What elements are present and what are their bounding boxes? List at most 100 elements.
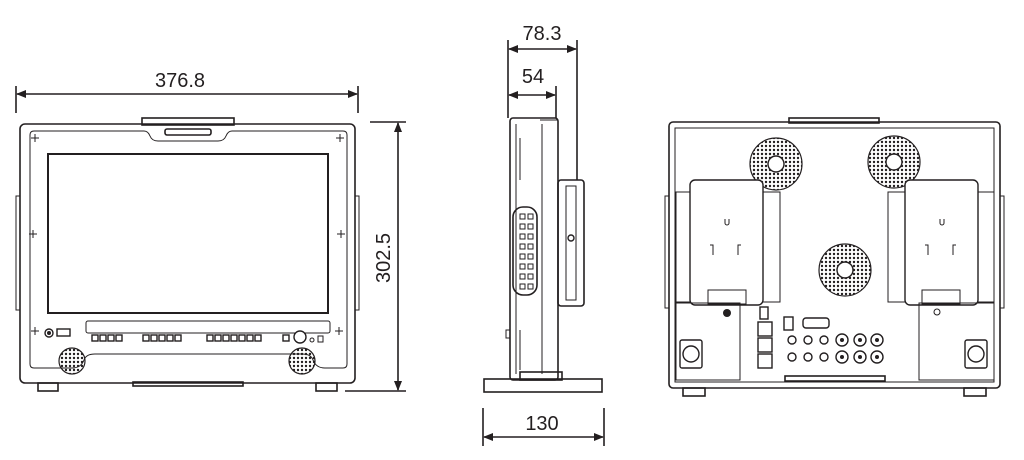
- side-panel-button: [527, 243, 534, 250]
- side-panel-lines: [515, 119, 558, 374]
- dimension-width: 376.8: [15, 70, 359, 113]
- front-panel-button: [282, 334, 290, 342]
- front-panel-button: [107, 334, 115, 342]
- bnc-pin: [840, 338, 844, 342]
- side-panel-button: [519, 233, 526, 240]
- plate-marks: [710, 219, 956, 255]
- front-view: [15, 117, 360, 392]
- front-panel-button: [206, 334, 214, 342]
- small-button: [317, 335, 324, 343]
- side-view: [483, 117, 603, 393]
- side-body: [509, 117, 559, 381]
- small-bnc-port: [819, 352, 829, 362]
- height-label: 302.5: [373, 233, 395, 283]
- side-buttons: [519, 213, 534, 290]
- front-panel-button: [230, 334, 238, 342]
- front-buttons: [91, 334, 290, 342]
- rear-foot-right: [963, 387, 987, 397]
- front-panel-button: [91, 334, 99, 342]
- hdmi-port: [802, 317, 830, 329]
- bnc-pin: [858, 355, 862, 359]
- side-panel-button: [527, 223, 534, 230]
- side-panel-button: [519, 253, 526, 260]
- bnc-pin: [875, 355, 879, 359]
- side-panel-button: [519, 213, 526, 220]
- side-panel-button: [527, 273, 534, 280]
- fan-hub: [836, 261, 854, 279]
- stand-knob: [567, 234, 575, 242]
- stand-base: [483, 378, 603, 393]
- front-panel-button: [238, 334, 246, 342]
- side-panel-button: [519, 243, 526, 250]
- side-panel-button: [527, 233, 534, 240]
- rear-panel-right: [918, 302, 995, 381]
- side-panel-button: [527, 263, 534, 270]
- front-panel-button: [166, 334, 174, 342]
- side-panel-button: [519, 273, 526, 280]
- stand-post: [565, 185, 577, 301]
- stand-base-label: 130: [525, 413, 558, 435]
- front-panel-button: [254, 334, 262, 342]
- dimension-depth-body: 54: [508, 66, 557, 118]
- side-panel-button: [527, 213, 534, 220]
- bnc-pin: [875, 338, 879, 342]
- side-panel-button: [527, 253, 534, 260]
- usb-port: [56, 328, 71, 337]
- front-panel-button: [158, 334, 166, 342]
- lan-port-3: [757, 353, 773, 369]
- button-strip: [85, 320, 331, 334]
- side-connector: [505, 329, 511, 339]
- fan-hub: [767, 155, 785, 173]
- screen: [47, 153, 329, 314]
- front-panel-button: [174, 334, 182, 342]
- indicator-led: [309, 337, 315, 343]
- speaker-grill-right: [288, 347, 316, 375]
- small-bnc-port: [787, 352, 797, 362]
- depth-body-label: 54: [522, 66, 544, 88]
- dimension-stand-base: 130: [482, 408, 605, 446]
- battery-plate-right: [904, 179, 979, 306]
- front-panel-button: [150, 334, 158, 342]
- front-panel-button: [246, 334, 254, 342]
- rear-top-bracket: [788, 117, 880, 124]
- front-panel-button: [142, 334, 150, 342]
- rear-screw: [723, 309, 731, 317]
- stand-neck: [519, 371, 563, 381]
- small-bnc-port: [819, 335, 829, 345]
- side-tab-left: [15, 195, 21, 311]
- small-bnc-port: [803, 335, 813, 345]
- xlr-right: [964, 339, 988, 369]
- battery-plate-left: [689, 179, 764, 306]
- side-tab-right: [354, 195, 360, 311]
- mount-crosshairs: [29, 134, 345, 335]
- small-bnc-port: [787, 335, 797, 345]
- dc-in-port: [783, 316, 794, 331]
- bnc-pin: [858, 338, 862, 342]
- top-bracket: [141, 117, 235, 126]
- dimension-depth-total: 78.3: [507, 23, 578, 180]
- side-panel-button: [527, 283, 534, 290]
- bnc-pin: [840, 355, 844, 359]
- lan-port-2: [757, 337, 773, 353]
- stand-bracket: [557, 179, 585, 307]
- depth-total-label: 78.3: [523, 23, 562, 45]
- front-panel-button: [214, 334, 222, 342]
- bnc-ports: [787, 333, 884, 364]
- side-panel-button: [519, 223, 526, 230]
- front-bezel: [29, 130, 348, 369]
- xlr-left: [679, 339, 703, 369]
- rear-screw: [933, 308, 941, 316]
- battery-latch-right: [921, 289, 961, 305]
- rear-side-tab-left: [664, 195, 670, 309]
- front-panel-button: [115, 334, 123, 342]
- power-dot: [47, 331, 51, 335]
- front-panel-button: [99, 334, 107, 342]
- rear-side-tab-right: [999, 195, 1005, 309]
- speaker-grill-left: [58, 347, 86, 375]
- handle: [164, 128, 212, 136]
- side-panel-button: [519, 283, 526, 290]
- rear-foot-left: [682, 387, 706, 397]
- width-label: 376.8: [155, 70, 205, 92]
